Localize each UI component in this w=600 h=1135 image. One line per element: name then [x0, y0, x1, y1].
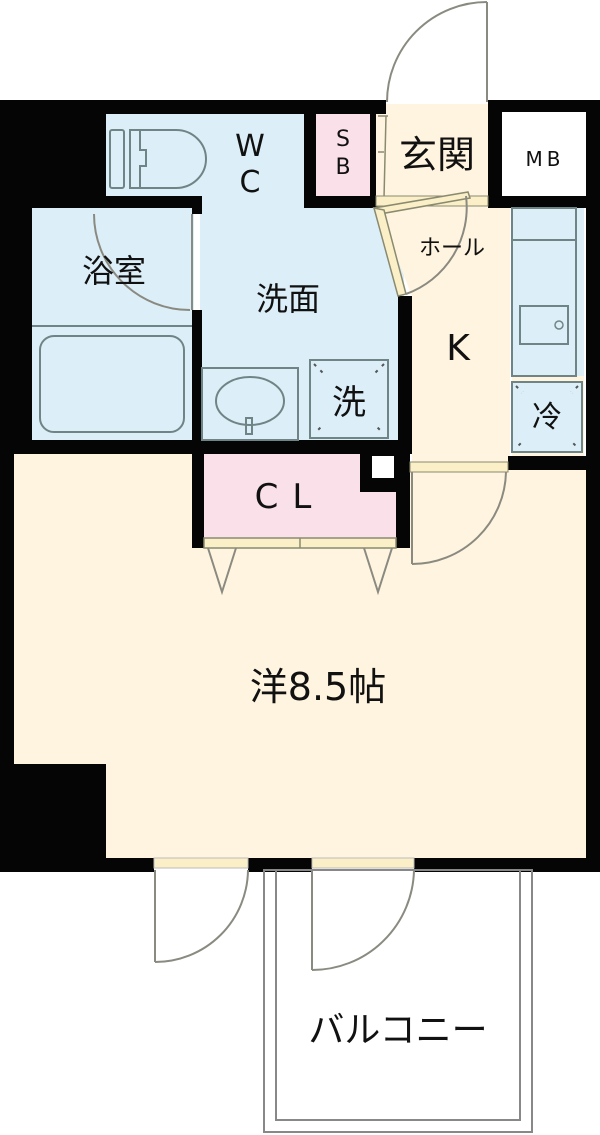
fridge-space-icon [511, 381, 583, 453]
bath-door [93, 213, 193, 311]
room-door [409, 461, 509, 565]
balcony-doors [154, 869, 415, 971]
sb-area [316, 114, 370, 198]
wc-label-c: C [240, 165, 261, 200]
mb-area [502, 112, 588, 198]
kitchen-label: K [446, 328, 471, 369]
window-left [153, 857, 249, 869]
walls [0, 100, 600, 872]
entrance-door [386, 1, 488, 103]
window-right [311, 857, 415, 869]
washroom-label: 洗面 [256, 280, 320, 318]
wc-label-w: W [235, 129, 265, 164]
sb-label-s: S [336, 127, 350, 152]
washer-space [309, 359, 389, 439]
entrance-label: 玄関 [399, 133, 475, 177]
bath-label: 浴室 [82, 252, 146, 290]
sb-label-b: B [335, 155, 350, 180]
wash-basin-icon [201, 367, 299, 441]
toilet-icon [109, 129, 207, 189]
mb-label: MB [526, 147, 565, 171]
washer-label: 洗 [332, 383, 366, 423]
kitchen-sink-stove [511, 207, 577, 377]
balcony-outline [263, 869, 533, 1133]
kitchen-counter [512, 208, 584, 376]
closet-label: CL [255, 477, 326, 517]
bathtub-icon [32, 325, 192, 433]
fridge-label: 冷 [532, 400, 562, 435]
balcony-label: バルコニー [308, 1010, 487, 1051]
western-room-label: 洋8.5帖 [250, 665, 386, 709]
hall-door [372, 191, 471, 297]
closet-doors [203, 537, 397, 596]
western-room-area [14, 454, 586, 858]
hall-label: ホール [419, 236, 485, 261]
entrance-step [378, 115, 388, 199]
entrance-hall-kitchen-area [374, 104, 510, 462]
pipe-shaft [372, 456, 394, 478]
